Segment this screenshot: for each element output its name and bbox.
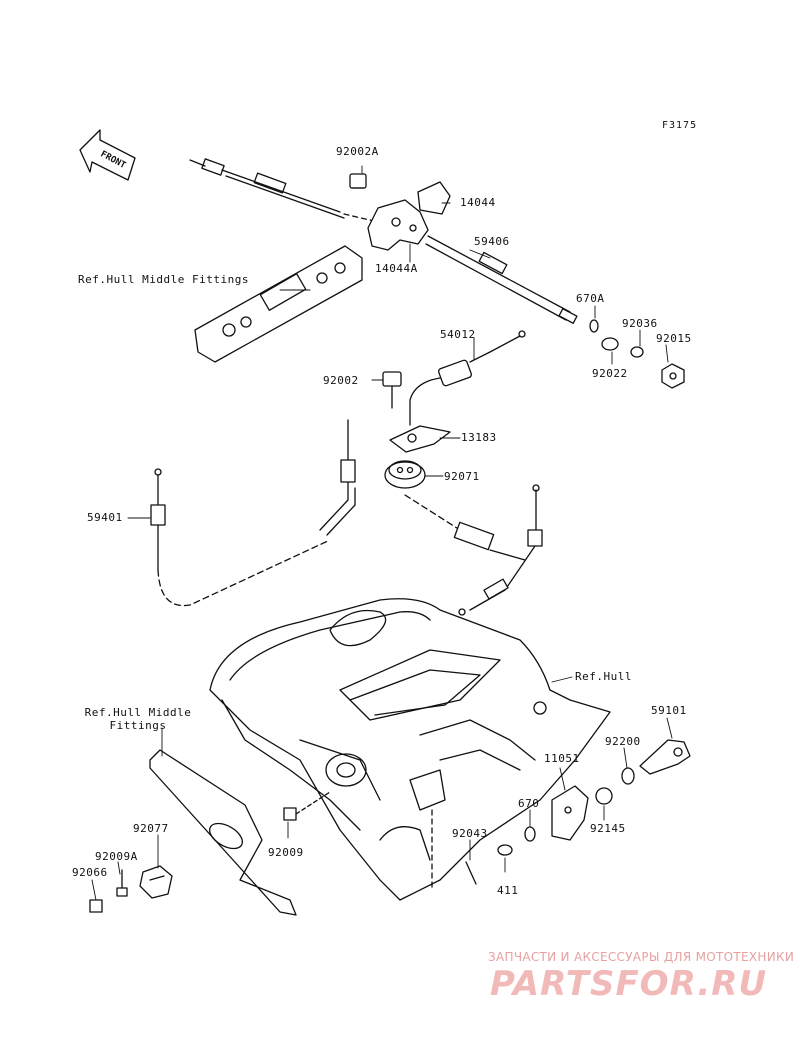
watermark-tagline: ЗАПЧАСТИ И АКСЕССУАРЫ ДЛЯ МОТОТЕХНИКИ [488,950,795,964]
label-59101: 59101 [651,704,687,717]
label-92043: 92043 [452,827,488,840]
ring-670 [524,826,536,842]
bolt-92002 [382,371,402,409]
hull-middle-fittings-panel [194,245,363,363]
bracket-14044A [367,199,429,251]
lever-59101 [639,739,691,775]
label-ref-hull-middle-bottom: Ref.Hull Middle [84,706,192,719]
part-670A [589,319,599,333]
figure-code: F3175 [662,120,698,131]
label-14044: 14044 [460,196,496,209]
label-59401: 59401 [87,511,123,524]
washer-411 [497,844,513,856]
label-92002A: 92002A [336,145,379,158]
cable-59401 [150,419,356,607]
label-59406: 59406 [474,235,510,248]
washer-92200 [621,767,635,785]
watermark-logo: PARTSFOR.RU [490,964,768,1004]
leader-lines [91,165,673,901]
label-ref-hull: Ref.Hull [575,670,632,683]
label-92009A: 92009A [95,850,138,863]
front-arrow-icon [79,129,136,181]
cable-54012 [409,330,526,426]
label-14044A: 14044A [375,262,418,275]
label-92066: 92066 [72,866,108,879]
plate-11051 [551,785,589,841]
label-92200: 92200 [605,735,641,748]
knob-92077 [139,865,173,899]
label-92022: 92022 [592,367,628,380]
washer-92145 [595,787,613,805]
label-92009: 92009 [268,846,304,859]
label-92002: 92002 [323,374,359,387]
washer-92022 [601,337,619,351]
throttle-cable-top [189,158,379,223]
clip-14044 [417,181,451,215]
hull-body [209,598,611,901]
screw-92009 [283,791,331,821]
label-670: 670 [518,797,540,810]
nut-92015 [661,363,685,389]
label-670A: 670A [576,292,605,305]
label-92015: 92015 [656,332,692,345]
grommet-92071 [384,460,426,489]
label-11051: 11051 [544,752,580,765]
nut-92036 [630,346,644,358]
label-ref-hull-fittings-bottom: Fittings [109,719,167,732]
label-411: 411 [497,884,519,897]
dashed-guide [404,494,461,531]
label-92145: 92145 [590,822,626,835]
nut-92066 [89,899,103,913]
label-92071: 92071 [444,470,480,483]
cable-59406 [425,235,578,324]
label-92077: 92077 [133,822,169,835]
hull-middle-fittings-lower [149,749,297,916]
label-ref-hull-middle-top: Ref.Hull Middle Fittings [78,273,249,286]
label-92036: 92036 [622,317,658,330]
label-54012: 54012 [440,328,476,341]
bolt-92002A [349,173,367,189]
label-13183: 13183 [461,431,497,444]
pin-92043 [465,861,477,885]
plate-13183 [389,425,451,453]
cable-assembly-right [453,484,543,616]
screw-92009A [116,869,128,897]
